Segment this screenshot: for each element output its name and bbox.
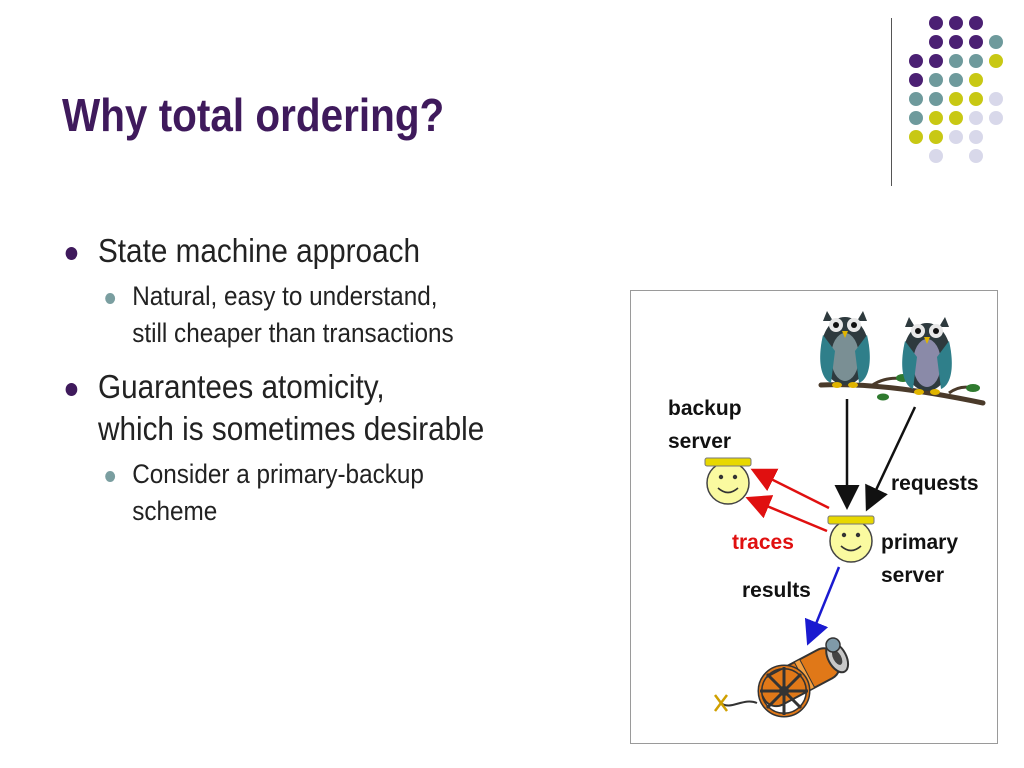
decorative-dot-grid (909, 16, 1003, 163)
decorative-dot (949, 92, 963, 106)
decorative-dot (909, 130, 923, 144)
decorative-dot (949, 111, 963, 125)
sub-bullet-dot-icon (105, 471, 116, 482)
diagram-drawing (704, 311, 986, 718)
decorative-dot (989, 111, 1003, 125)
decorative-dot (969, 35, 983, 49)
decorative-dot (989, 54, 1003, 68)
bullet-text-line2: which is sometimes desirable (98, 410, 485, 447)
decorative-dot (969, 111, 983, 125)
decorative-dot (929, 111, 943, 125)
bullet-dot-icon (65, 383, 78, 396)
decorative-dot (929, 130, 943, 144)
bullet-list: State machine approach Natural, easy to … (62, 230, 622, 530)
decorative-dot (909, 54, 923, 68)
sub-bullet-natural: Natural, easy to understand, still cheap… (62, 278, 566, 352)
decorative-dot (929, 73, 943, 87)
decorative-dot (929, 149, 943, 163)
trace-arrow-2 (745, 495, 828, 533)
results-arrow (804, 566, 841, 646)
decorative-dot (949, 54, 963, 68)
slide-title: Why total ordering? (62, 89, 445, 141)
decorative-dot (909, 111, 923, 125)
bullet-dot-icon (65, 247, 78, 260)
results-label: results (742, 579, 811, 602)
owl-icon (902, 317, 952, 395)
decorative-dot (969, 149, 983, 163)
decorative-dot (949, 73, 963, 87)
decorative-dot (969, 130, 983, 144)
backup-label-line2: server (668, 430, 732, 453)
sub-bullet-text-line2: still cheaper than transactions (132, 318, 454, 348)
primary-server-face-icon (827, 515, 875, 563)
decorative-dot (949, 130, 963, 144)
bullet-state-machine: State machine approach (62, 230, 566, 272)
decorative-dot (969, 54, 983, 68)
trace-arrow-1 (750, 468, 830, 510)
cannon-icon (714, 637, 850, 718)
sub-bullet-dot-icon (105, 293, 116, 304)
primary-label-line2: server (881, 564, 945, 587)
decorative-dot (929, 16, 943, 30)
sub-bullet-primary-backup: Consider a primary-backup scheme (62, 456, 566, 530)
decorative-dot (969, 73, 983, 87)
requests-label: requests (891, 472, 979, 495)
bullet-text-line1: Guarantees atomicity, (98, 368, 385, 405)
backup-server-face-icon (704, 457, 752, 505)
owl-icon (820, 311, 870, 388)
decorative-dot (989, 35, 1003, 49)
bullet-atomicity: Guarantees atomicity, which is sometimes… (62, 366, 566, 450)
sub-bullet-text-line1: Consider a primary-backup (132, 459, 424, 489)
sub-bullet-text-line1: Natural, easy to understand, (132, 281, 438, 311)
request-arrow-2 (865, 406, 917, 512)
decorative-dot (929, 92, 943, 106)
decorative-dot (949, 35, 963, 49)
decorative-dot (909, 92, 923, 106)
decorative-dot (989, 92, 1003, 106)
decorative-dot (969, 92, 983, 106)
decorative-dot (949, 16, 963, 30)
primary-label-line1: primary (881, 531, 959, 554)
title-divider-line (891, 18, 892, 186)
traces-label: traces (732, 531, 794, 554)
primary-backup-diagram: backup server requests traces primary se… (630, 290, 998, 744)
decorative-dot (929, 35, 943, 49)
decorative-dot (929, 54, 943, 68)
sub-bullet-text-line2: scheme (132, 496, 218, 526)
decorative-dot (909, 73, 923, 87)
backup-label-line1: backup (668, 397, 742, 420)
bullet-text: State machine approach (98, 232, 420, 269)
decorative-dot (969, 16, 983, 30)
